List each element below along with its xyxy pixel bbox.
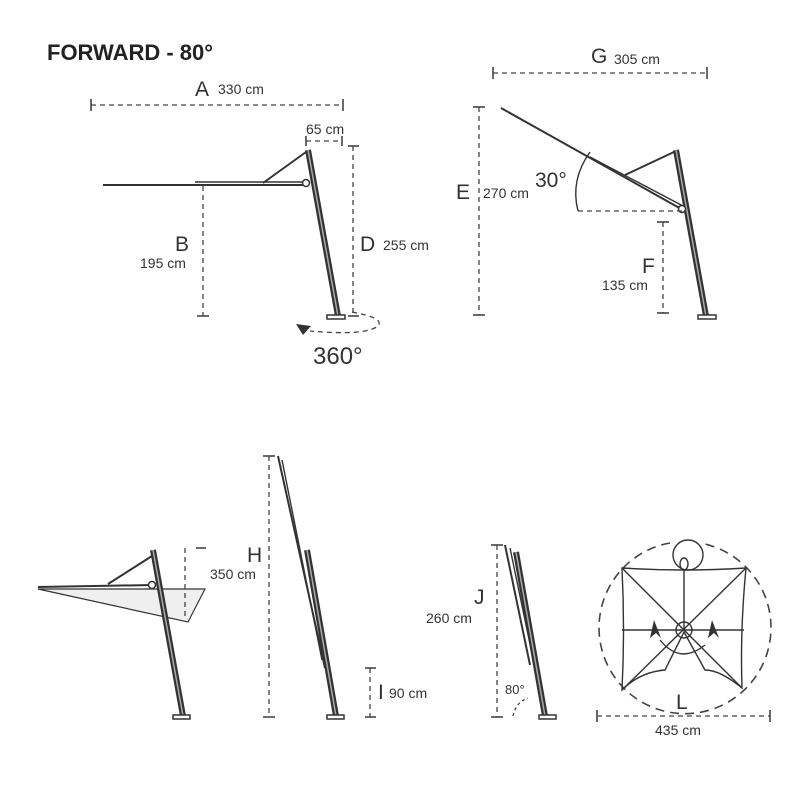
dim-l-value: 435 cm <box>655 722 701 738</box>
dim-f-line <box>657 221 669 314</box>
dim-g-letter: G <box>591 45 607 68</box>
dim-b-letter: B <box>175 233 189 256</box>
dim-d-value: 255 cm <box>383 237 429 253</box>
tilt-angle-value: 30° <box>535 169 567 192</box>
dim-g-line <box>492 67 708 79</box>
dim-i-value: 90 cm <box>389 685 427 701</box>
dim-a-letter: A <box>195 78 209 101</box>
dim-j-line <box>491 544 503 718</box>
dim-a-value: 330 cm <box>218 81 264 97</box>
side-height-value: 350 cm <box>210 566 256 582</box>
rotation-value: 360° <box>313 343 363 370</box>
forward-side-view: A 330 cm 65 cm B 195 cm <box>90 78 429 370</box>
diagram-title: FORWARD - 80° <box>47 40 213 65</box>
umbrella-folded-vertical <box>277 455 345 720</box>
dim-f-value: 135 cm <box>602 277 648 293</box>
fold-angle-value: 80° <box>505 682 525 697</box>
dim-b-line <box>197 186 209 317</box>
dim-i-letter: I <box>378 681 384 704</box>
dim-d-line <box>348 145 359 317</box>
umbrella-tilted <box>500 107 717 320</box>
dim-i-line <box>365 667 376 718</box>
dim-f-letter: F <box>642 255 655 278</box>
arm-offset-line <box>305 136 343 146</box>
dim-e-line <box>473 106 485 316</box>
dim-e-letter: E <box>456 181 470 204</box>
dim-a-line <box>90 99 344 111</box>
umbrella-stowed <box>504 544 557 720</box>
dim-e-value: 270 cm <box>483 185 529 201</box>
tilted-side-view: G 305 cm E 270 cm 30° <box>456 45 717 320</box>
dim-j-letter: J <box>474 586 485 609</box>
arm-offset-value: 65 cm <box>306 121 344 137</box>
rotation-arrow-icon <box>296 311 380 335</box>
dim-g-value: 305 cm <box>614 51 660 67</box>
tilt-angle-arc <box>575 151 591 212</box>
dim-l-line <box>596 710 771 722</box>
dim-h-letter: H <box>247 544 262 567</box>
top-view <box>598 539 772 715</box>
dim-h-line <box>263 455 275 718</box>
dim-b-value: 195 cm <box>140 255 186 271</box>
dim-l-letter: L <box>676 691 688 714</box>
side-shade-view: 350 cm <box>37 547 256 720</box>
umbrella-forward <box>103 149 346 320</box>
dim-d-letter: D <box>360 233 375 256</box>
dim-j-value: 260 cm <box>426 610 472 626</box>
